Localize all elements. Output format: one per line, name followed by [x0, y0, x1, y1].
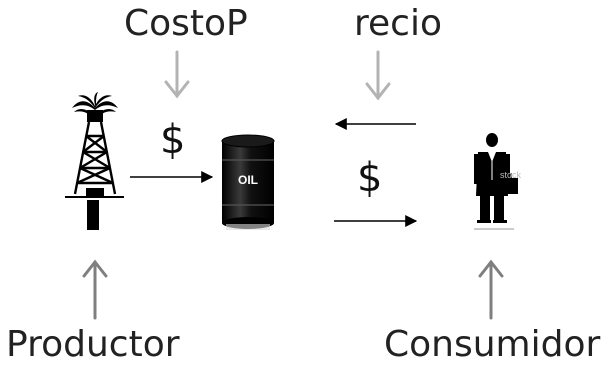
consumer-label: Consumidor: [384, 324, 601, 365]
producer-up-arrow: [82, 259, 108, 320]
consumer-up-arrow: [478, 259, 504, 320]
oil-barrel-icon: OIL: [221, 134, 275, 230]
producer-label: Productor: [6, 324, 180, 365]
price-input-arrow: [365, 50, 391, 101]
cost-input-arrow: [164, 50, 190, 99]
oil-derrick-icon: [65, 92, 124, 230]
dollar-sign-top: $: [160, 117, 186, 163]
price-label: recio: [354, 3, 442, 44]
watermark-text: stock: [500, 170, 522, 180]
cost-label: CostoP: [124, 3, 248, 44]
barrel-label: OIL: [238, 173, 258, 187]
businessman-icon: stock: [474, 133, 522, 230]
dollar-sign-middle: $: [357, 155, 383, 201]
